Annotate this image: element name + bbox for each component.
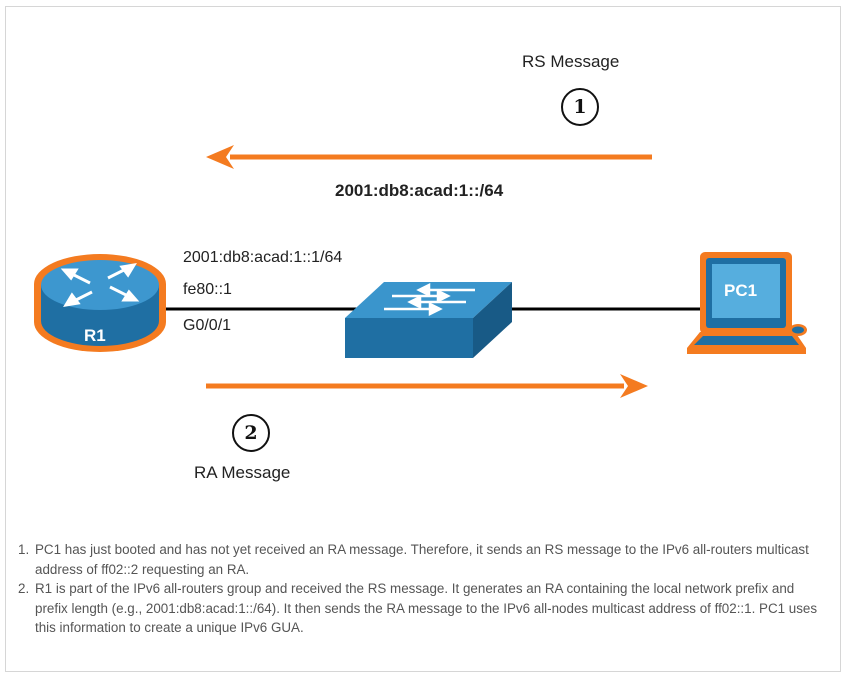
router-r1-icon	[34, 254, 166, 352]
router-gua-label: 2001:db8:acad:1::1/64	[183, 249, 343, 266]
explanation-item-2: 2. R1 is part of the IPv6 all-routers gr…	[18, 579, 818, 638]
ra-arrow	[206, 374, 648, 398]
network-prefix-label: 2001:db8:acad:1::/64	[335, 181, 504, 200]
explanation-text: R1 is part of the IPv6 all-routers group…	[35, 581, 818, 636]
router-link-local-label: fe80::1	[183, 281, 232, 298]
explanation-number: 1.	[18, 542, 30, 557]
ra-message-label: RA Message	[194, 463, 291, 482]
switch-icon	[345, 282, 512, 358]
step-1-badge: 1	[561, 88, 599, 126]
router-interface-label: G0/0/1	[183, 317, 232, 334]
step-2-badge: 2	[232, 414, 270, 452]
router-name-label: R1	[84, 326, 106, 345]
rs-arrow	[206, 145, 652, 169]
explanation-number: 2.	[18, 581, 30, 597]
rs-message-label: RS Message	[522, 52, 620, 71]
explanation-list: 1. PC1 has just booted and has not yet r…	[18, 540, 818, 638]
explanation-text: PC1 has just booted and has not yet rece…	[35, 542, 809, 577]
pc1-name-label: PC1	[724, 281, 758, 300]
pc1-icon	[687, 252, 807, 354]
explanation-item-1: 1. PC1 has just booted and has not yet r…	[18, 540, 818, 579]
